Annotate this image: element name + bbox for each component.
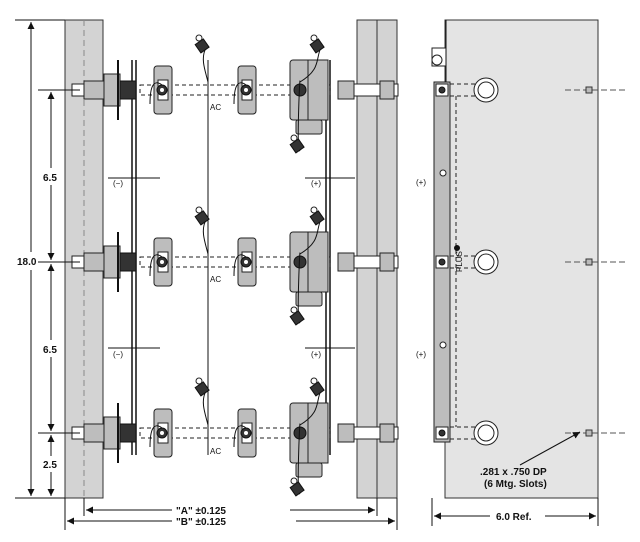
- lead-terminal-icon: [194, 381, 210, 397]
- lead-terminal-icon: [309, 381, 325, 397]
- lead-terminal-icon: [194, 38, 210, 54]
- compression-bolt: [139, 84, 331, 96]
- dim-width-b: "B" ±0.125: [176, 517, 226, 528]
- dim-spacing-upper: 6.5: [43, 173, 57, 184]
- nut-right: [337, 423, 355, 443]
- diode-lead: [149, 425, 163, 448]
- pos-label-2: (+): [311, 350, 321, 359]
- nut-right: [337, 252, 355, 272]
- nut-right: [337, 80, 355, 100]
- pos-label-1: (+): [311, 179, 321, 188]
- mounting-slot: [585, 86, 593, 94]
- side-view: (+) (+) PLUS .281 x .750 DP (6 Mtg. Slot…: [416, 19, 625, 526]
- dim-bottom-offset: 2.5: [43, 460, 57, 471]
- washer-left: [119, 80, 137, 100]
- diode-row-bottom: [71, 377, 399, 497]
- neg-label-2: (−): [113, 350, 123, 359]
- nut-left: [83, 423, 105, 443]
- flex-lead: [299, 221, 321, 255]
- side-pos-label-2: (+): [416, 350, 426, 359]
- flex-lead: [299, 392, 321, 426]
- diode-lead: [233, 254, 247, 277]
- diode-lead: [149, 82, 163, 105]
- lead-terminal-icon: [289, 310, 305, 326]
- flex-lead: [299, 49, 321, 83]
- side-heatsink: [444, 19, 599, 499]
- ac-label-2: AC: [210, 275, 221, 284]
- nut-left: [83, 80, 105, 100]
- dim-overall-height: 18.0: [17, 257, 37, 268]
- front-dimensions: 18.0 6.5 6.5 2.5 "A" ±0.125 "B" ±0.125: [15, 19, 398, 530]
- diode-row-top: [71, 34, 399, 154]
- flex-lead: [202, 392, 209, 426]
- diode-lead: [233, 82, 247, 105]
- nut-left: [83, 252, 105, 272]
- mounting-slot: [585, 429, 593, 437]
- washer-left: [119, 423, 137, 443]
- slot-note-line2: (6 Mtg. Slots): [484, 479, 547, 490]
- dim-width-a: "A" ±0.125: [176, 506, 226, 517]
- diode-lead: [149, 254, 163, 277]
- ac-label-3: AC: [210, 447, 221, 456]
- flex-lead: [202, 49, 209, 83]
- compression-bolt: [139, 256, 331, 268]
- neg-label-1: (−): [113, 179, 123, 188]
- lead-terminal-icon: [194, 210, 210, 226]
- mounting-slot: [585, 258, 593, 266]
- compression-bolt: [139, 427, 331, 439]
- lead-terminal-icon: [289, 138, 305, 154]
- ac-label-1: AC: [210, 103, 221, 112]
- lead-terminal-icon: [309, 38, 325, 54]
- front-view: (−) (+) (−) (+) AC AC AC: [64, 19, 399, 499]
- diode-row-middle: [71, 206, 399, 326]
- lead-terminal-icon: [289, 481, 305, 497]
- dim-spacing-lower: 6.5: [43, 345, 57, 356]
- flex-lead: [202, 221, 209, 255]
- washer-left: [119, 252, 137, 272]
- dim-side-width: 6.0 Ref.: [496, 512, 532, 523]
- side-pos-label-1: (+): [416, 178, 426, 187]
- diode-lead: [233, 425, 247, 448]
- plus-marking: PLUS: [455, 251, 464, 272]
- lead-terminal-icon: [309, 210, 325, 226]
- slot-note-line1: .281 x .750 DP: [480, 467, 547, 478]
